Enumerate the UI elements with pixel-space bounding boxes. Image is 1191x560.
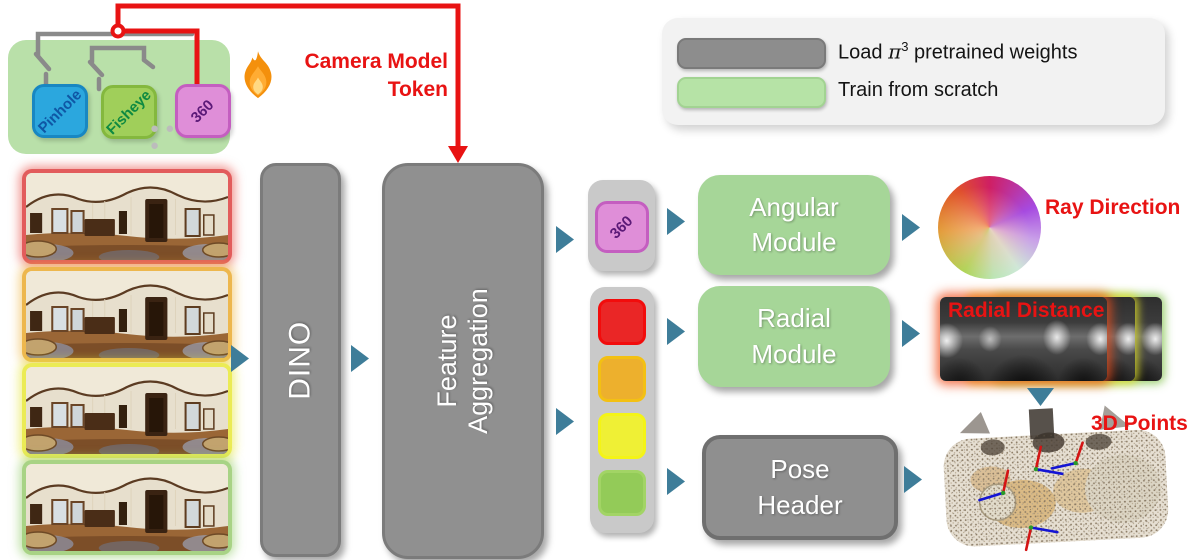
arrow-radial-to-depth-icon (902, 320, 920, 347)
feature-token-orange (598, 356, 646, 402)
ray-direction-sphere (938, 176, 1041, 279)
panorama-image (26, 367, 228, 454)
panorama-image (26, 271, 228, 358)
feature-token-red (598, 299, 646, 345)
wire-junction-node (110, 23, 126, 39)
input-panorama-2 (22, 267, 232, 362)
point-cloud-image (943, 405, 1169, 552)
angular-module-line1: Angular (749, 191, 839, 222)
pose-header-line2: Header (757, 489, 843, 520)
angular-module-box: Angular Module (698, 175, 890, 275)
legend-label-scratch: Train from scratch (838, 79, 999, 101)
depth-map-front (940, 297, 1107, 381)
pose-header-box: Pose Header (702, 435, 898, 540)
feature-token-cell (590, 287, 654, 533)
camera-token-360: 360 (595, 201, 649, 253)
input-panorama-4 (22, 460, 232, 555)
arrow-angular-to-sphere-icon (902, 214, 920, 241)
legend: Load π3 pretrained weights Train from sc… (662, 18, 1165, 125)
pi-symbol: π (888, 39, 902, 64)
camera-token-cell: 360 (588, 180, 655, 271)
pinhole-token: Pinhole (32, 84, 88, 138)
caption-line2: Token (387, 77, 448, 101)
feature-aggregation-box: Feature Aggregation (382, 163, 544, 559)
radial-module-line2: Module (751, 338, 837, 369)
pinhole-token-label: Pinhole (34, 85, 86, 137)
radial-module-line1: Radial (757, 303, 831, 334)
feature-token-green (598, 470, 646, 516)
dino-label: DINO (283, 320, 317, 400)
360-token: 360 (175, 84, 231, 138)
panorama-image (26, 464, 228, 551)
wire-arrowhead (448, 146, 468, 163)
360-token-label: 360 (188, 96, 218, 126)
panorama-image (26, 173, 228, 260)
angular-module-line2: Module (751, 227, 837, 257)
radial-distance-label: Radial Distance (948, 299, 1105, 322)
caption-line1: Camera Model (304, 50, 448, 73)
arrow-token-to-angular-icon (667, 208, 685, 235)
arrow-aggregation-to-camera-token-icon (556, 226, 574, 253)
input-panorama-3 (22, 363, 232, 458)
fisheye-token-label: Fisheye (103, 86, 155, 138)
camera-model-token-caption: Camera Model Token (272, 48, 448, 103)
fisheye-token: Fisheye (101, 85, 157, 139)
feature-aggregation-line2: Aggregation (463, 288, 493, 434)
feature-aggregation-line1: Feature (431, 314, 462, 408)
arrow-images-to-dino-icon (231, 345, 249, 372)
legend-swatch-scratch (677, 77, 826, 108)
feature-token-yellow (598, 413, 646, 459)
3d-points-label: 3D Points (1091, 412, 1188, 435)
radial-module-box: Radial Module (698, 286, 890, 387)
arrow-pose-to-points-icon (904, 466, 922, 493)
arrow-token-to-pose-icon (667, 468, 685, 495)
pose-header-line1: Pose (770, 454, 830, 485)
input-panorama-1 (22, 169, 232, 264)
arrow-token-to-radial-icon (667, 318, 685, 345)
camera-token-360-label: 360 (607, 212, 637, 242)
dino-box: DINO (260, 163, 341, 557)
legend-label-pretrained: Load π3 pretrained weights (838, 39, 1078, 64)
arrow-aggregation-to-feature-tokens-icon (556, 408, 574, 435)
ray-direction-label: Ray Direction (1045, 196, 1181, 219)
legend-swatch-pretrained (677, 38, 826, 69)
arrow-dino-to-aggregation-icon (351, 345, 369, 372)
